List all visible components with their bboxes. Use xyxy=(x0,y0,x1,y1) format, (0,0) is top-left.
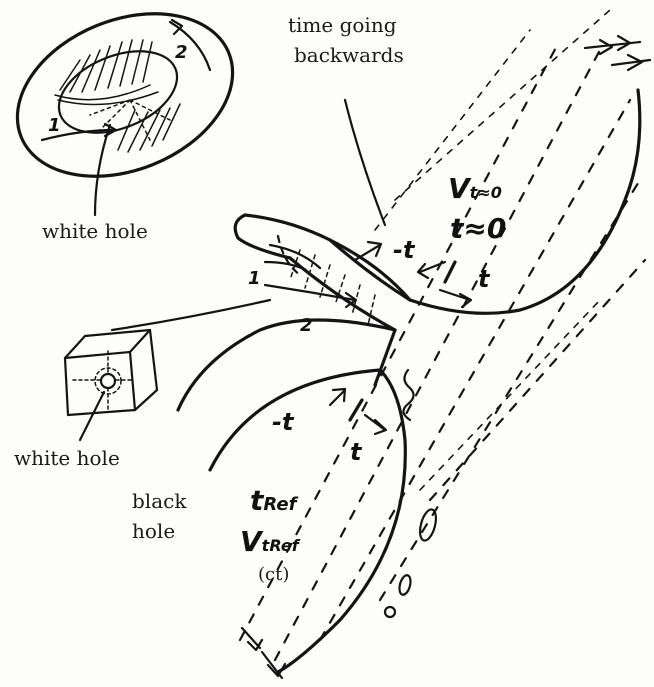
minus-t-upper-label: -t xyxy=(393,236,414,264)
t-approx-zero-label: t≈0 xyxy=(450,212,506,245)
time-going-backwards-line1: time going xyxy=(288,14,397,37)
v-tref-main: V xyxy=(240,525,262,558)
torus-path-1-label: 1 xyxy=(48,115,61,136)
white-hole-label-upper: white hole xyxy=(42,220,148,243)
v-t0-main: V xyxy=(448,172,470,205)
black-hole-label-line2: hole xyxy=(132,520,175,543)
wormhole-tube xyxy=(235,215,410,330)
tube-path-2-label: 2 xyxy=(300,315,313,336)
v-t0-sub: t≈0 xyxy=(470,183,502,202)
torus-figure xyxy=(0,0,257,215)
t-ref-sub: Ref xyxy=(263,494,296,515)
time-going-backwards-line2: backwards xyxy=(294,44,404,67)
black-hole-label-line1: black xyxy=(132,490,186,513)
white-hole-label-lower: white hole xyxy=(14,447,120,470)
top-right-arrows xyxy=(585,36,650,70)
t-upper-right-label: t xyxy=(478,265,489,293)
t-lower-label: t xyxy=(350,438,361,466)
t-ref-main: t xyxy=(250,484,263,517)
tube-path-1-label: 1 xyxy=(248,268,261,289)
v-tref-sub: tRef xyxy=(262,536,299,555)
t-ref-label: tRef xyxy=(250,484,296,517)
cube-figure xyxy=(65,330,157,440)
v-t0-label: Vt≈0 xyxy=(448,172,502,205)
torus-path-2-label: 2 xyxy=(175,42,188,63)
v-tref-label: VtRef xyxy=(240,525,299,558)
ct-label: (ct) xyxy=(258,565,289,586)
minus-t-lower-label: -t xyxy=(272,408,293,436)
